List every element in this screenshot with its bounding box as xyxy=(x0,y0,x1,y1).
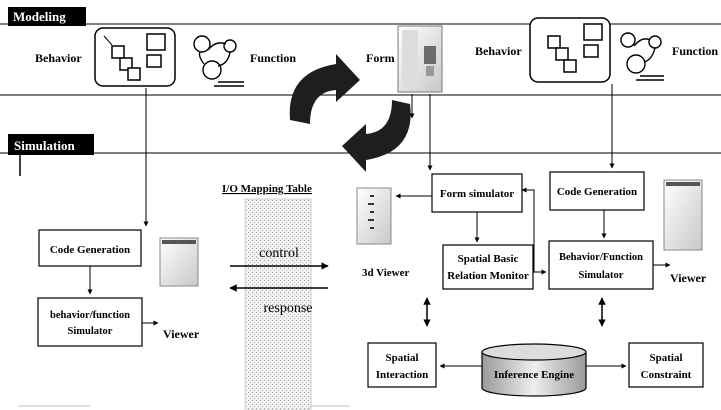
bf-simulator-label-line2: Simulator xyxy=(579,270,624,281)
simulation-tab-label: Simulation xyxy=(14,138,75,153)
viewer-3d-screen xyxy=(357,188,391,244)
control-label: control xyxy=(259,246,299,261)
code-generation-label-left: Code Generation xyxy=(50,244,130,256)
io-table-title: I/O Mapping Table xyxy=(222,183,312,195)
viewer-label-left: Viewer xyxy=(163,327,200,341)
form-simulator-box: Form simulator xyxy=(432,174,522,212)
behavior-right-label: Behavior xyxy=(475,44,522,58)
code-generation-label-right: Code Generation xyxy=(557,186,637,198)
state-chart-icon xyxy=(95,28,175,86)
function-right-label: Function xyxy=(672,44,718,58)
function-loop-icon-right xyxy=(621,33,664,80)
viewer-screen-left xyxy=(160,238,198,286)
state-chart-icon-right xyxy=(530,18,610,82)
simulator-box-left: behavior/function Simulator xyxy=(38,298,142,346)
viewer-screen-right xyxy=(664,180,702,250)
function-left-label: Function xyxy=(250,51,296,65)
viewer-3d-label: 3d Viewer xyxy=(362,267,409,279)
modeling-tab-label: Modeling xyxy=(13,9,66,24)
inference-engine-label: Inference Engine xyxy=(494,369,574,381)
spatial-basic-label-line2: Relation Monitor xyxy=(447,270,529,282)
bf-simulator-label-line1: Behavior/Function xyxy=(559,252,643,263)
modeling-tab: Modeling xyxy=(8,7,86,26)
spatial-interaction-label-line1: Spatial xyxy=(385,352,418,364)
simulator-label-left-line2: Simulator xyxy=(68,326,113,337)
spatial-interaction-box: Spatial Interaction xyxy=(368,343,436,387)
spatial-constraint-box: Spatial Constraint xyxy=(629,343,703,387)
spatial-basic-relation-monitor-box: Spatial Basic Relation Monitor xyxy=(443,245,533,289)
inference-engine-cylinder: Inference Engine xyxy=(482,344,586,396)
simulation-tab: Simulation xyxy=(8,134,94,155)
spatial-constraint-label-line2: Constraint xyxy=(641,369,692,381)
spatial-basic-label-line1: Spatial Basic xyxy=(458,253,519,265)
simulator-label-left-line1: behavior/function xyxy=(50,310,130,321)
form-screen-icon xyxy=(398,26,442,92)
response-label: response xyxy=(264,301,313,316)
form-simulator-label: Form simulator xyxy=(440,188,514,200)
spatial-interaction-label-line2: Interaction xyxy=(376,369,429,381)
bf-simulator-box-right: Behavior/Function Simulator xyxy=(549,241,653,289)
code-generation-box-right: Code Generation xyxy=(550,172,644,210)
cycle-arrows-icon xyxy=(290,54,411,172)
function-loop-icon xyxy=(194,36,244,86)
code-generation-box-left: Code Generation xyxy=(39,230,141,266)
spatial-constraint-label-line1: Spatial xyxy=(649,352,682,364)
behavior-left-label: Behavior xyxy=(35,51,82,65)
form-label: Form xyxy=(366,51,395,65)
viewer-label-right: Viewer xyxy=(670,271,707,285)
